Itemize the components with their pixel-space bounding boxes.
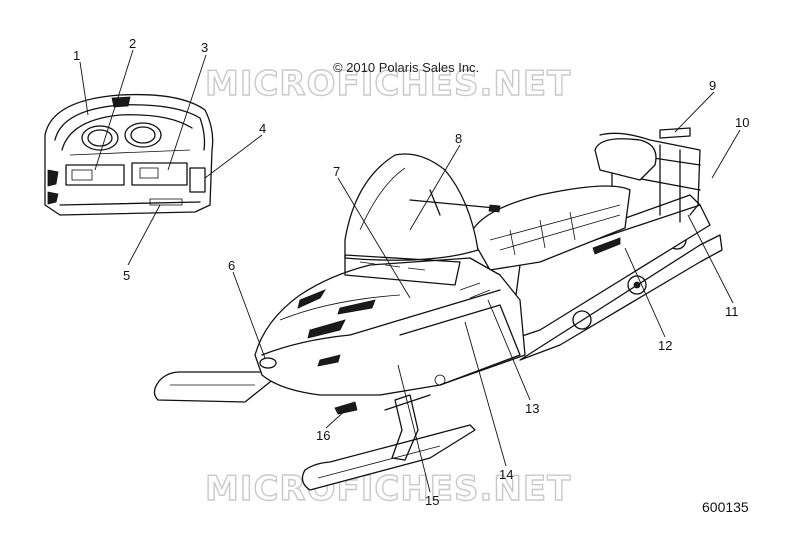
watermark-bottom: MICROFICHES.NET — [205, 469, 571, 509]
copyright-text: © 2010 Polaris Sales Inc. — [333, 60, 479, 75]
part-number: 600135 — [702, 499, 749, 515]
dashboard-inset — [44, 93, 214, 216]
callout-6: 6 — [228, 258, 235, 273]
callout-labels: 1 2 3 4 5 6 7 8 9 10 11 12 13 14 15 16 — [73, 36, 749, 508]
callout-2: 2 — [129, 36, 136, 51]
callout-1: 1 — [73, 48, 80, 63]
snowmobile-drawing — [153, 127, 723, 491]
callout-5: 5 — [123, 268, 130, 283]
callout-16: 16 — [316, 428, 330, 443]
callout-7: 7 — [333, 164, 340, 179]
callout-14: 14 — [499, 467, 513, 482]
callout-12: 12 — [658, 338, 672, 353]
callout-3: 3 — [201, 40, 208, 55]
callout-13: 13 — [525, 401, 539, 416]
leader-lines — [79, 49, 741, 493]
callout-11: 11 — [725, 304, 739, 319]
callout-4: 4 — [259, 121, 266, 136]
watermark-top: MICROFICHES.NET — [205, 64, 571, 104]
callout-8: 8 — [455, 131, 462, 146]
callout-9: 9 — [709, 78, 716, 93]
callout-15: 15 — [425, 493, 439, 508]
callout-10: 10 — [735, 115, 749, 130]
